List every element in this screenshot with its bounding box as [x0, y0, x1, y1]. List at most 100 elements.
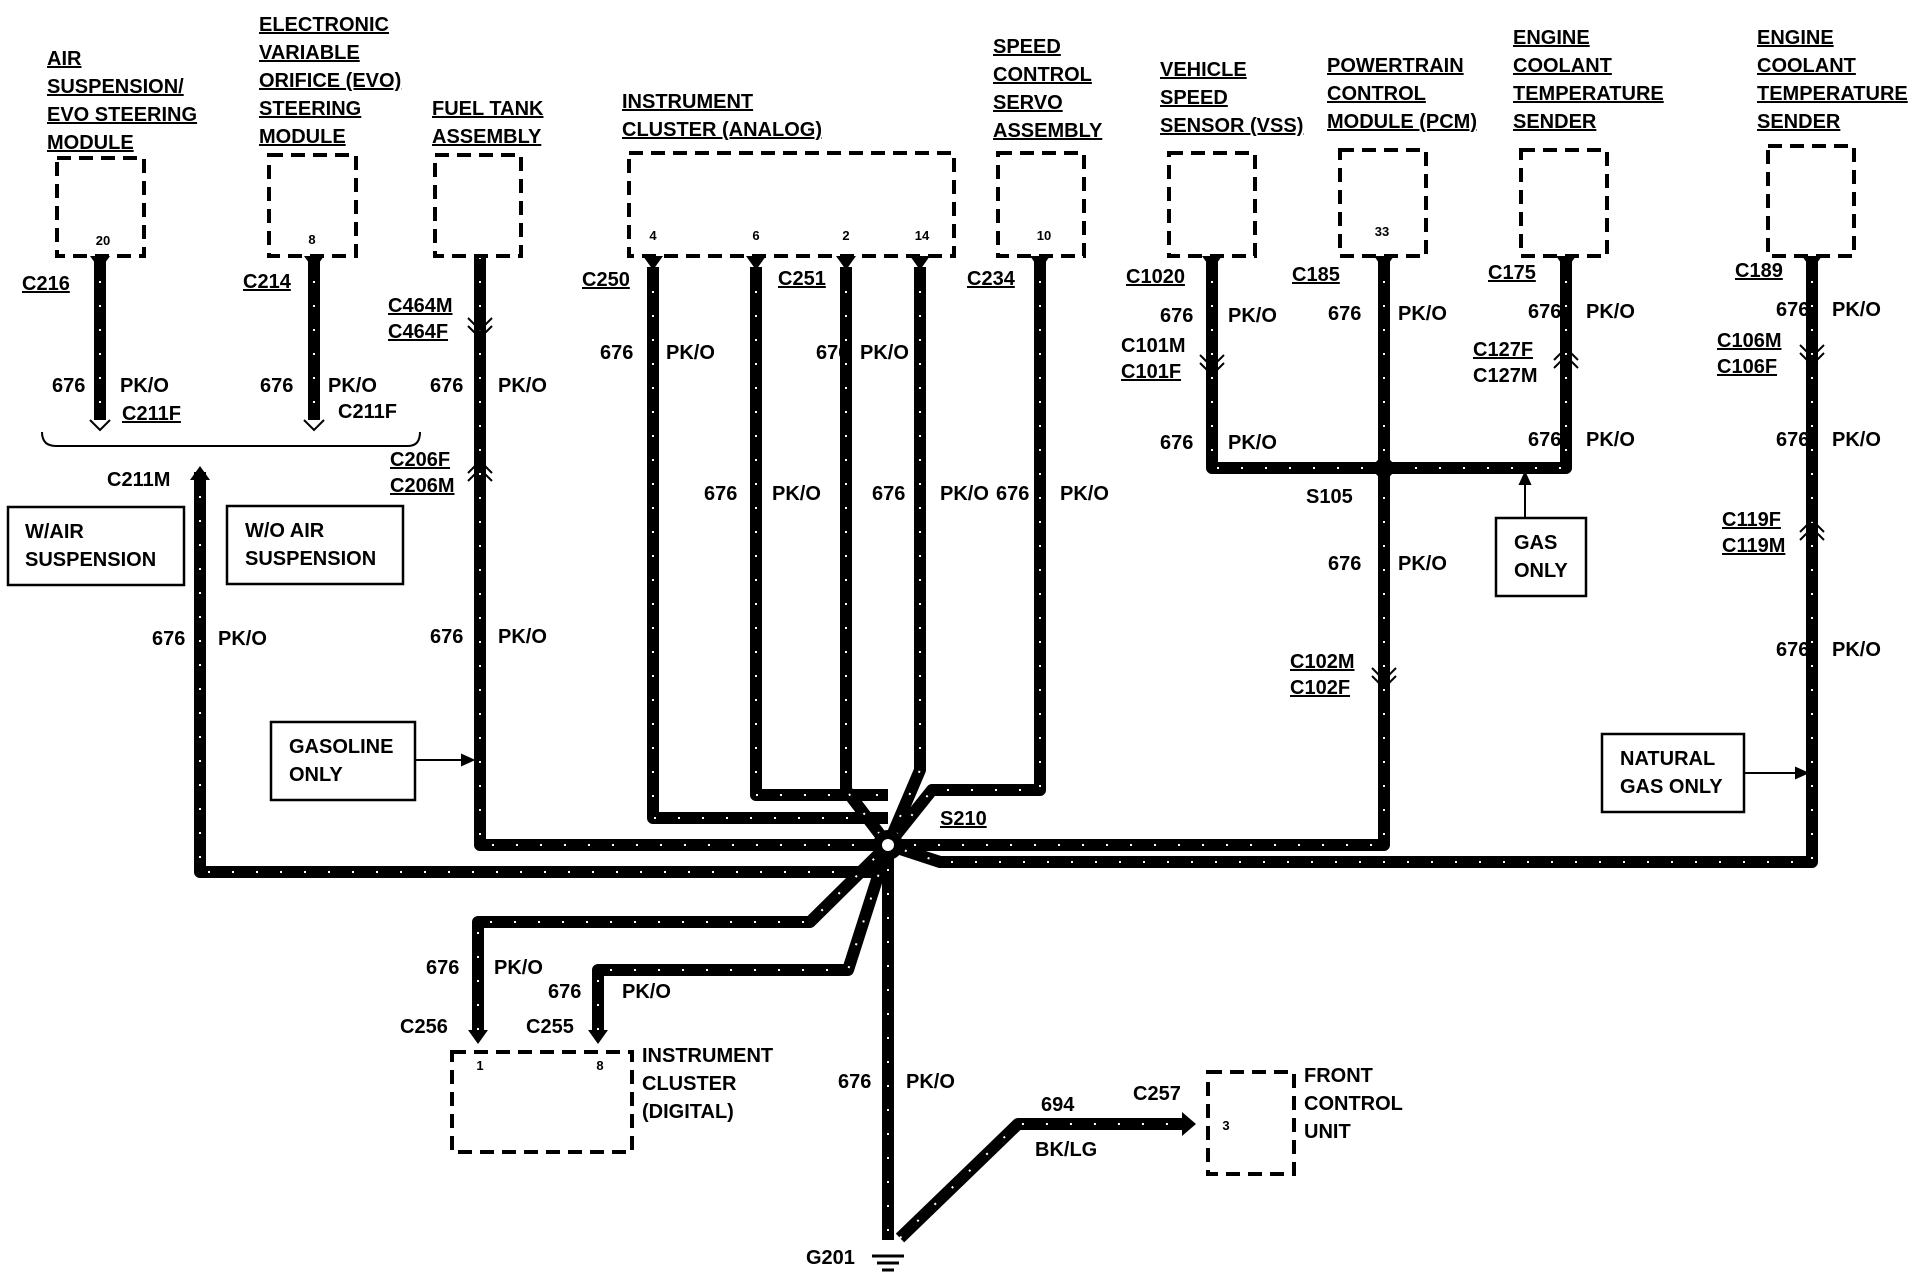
circuit-number-8: 676: [816, 342, 849, 364]
wire-pcm-s105-s210: [888, 257, 1390, 851]
connector-c175: C175: [1488, 262, 1536, 284]
circuit-number-9: 676: [872, 483, 905, 505]
wire-cluster-pin4: [647, 267, 888, 824]
cluster-analog-title-line-1: INSTRUMENT: [622, 91, 753, 113]
cluster-digital-title-line-2: CLUSTER: [642, 1073, 737, 1095]
splice-s210-label: S210: [940, 808, 987, 830]
connector-c185: C185: [1292, 264, 1340, 286]
circuit-number-11: 676: [1160, 305, 1193, 327]
circuit-color-22: PK/O: [906, 1071, 955, 1093]
ect-gas-title-line-2: COOLANT: [1513, 55, 1612, 77]
connector-c211f-b: C211F: [338, 401, 397, 423]
circuit-number-1: 676: [52, 375, 85, 397]
circuit-color-7: PK/O: [772, 483, 821, 505]
note-w-air-box: [6, 505, 186, 587]
suspension-option-bracket: [41, 431, 421, 447]
splice-s105-label: S105: [1306, 486, 1353, 508]
circuit-color-1: PK/O: [120, 375, 169, 397]
pcm-title-line-2: CONTROL: [1327, 83, 1426, 105]
connector-c250: C250: [582, 269, 630, 291]
air-susp-module-title-line-3: EVO STEERING: [47, 104, 197, 126]
connector-c464f: C464F: [388, 321, 448, 343]
wire-cluster-pin2: [840, 267, 893, 849]
cluster-analog-title-line-2: CLUSTER (ANALOG): [622, 119, 822, 141]
pin-cluster-analog-2: 6: [752, 228, 759, 243]
speed-control-title-line-4: ASSEMBLY: [993, 120, 1103, 142]
note-wo-air-line-1: W/O AIR: [245, 520, 325, 542]
circuit-number-13: 676: [1328, 303, 1361, 325]
wire-digital-pin8: [592, 843, 894, 1030]
fuel-tank-title-line-1: FUEL TANK: [432, 98, 544, 120]
pcm-title-line-3: MODULE (PCM): [1327, 111, 1477, 133]
vss-title-line-2: SPEED: [1160, 87, 1228, 109]
note-gasoline-line-2: ONLY: [289, 764, 343, 786]
ground-g201-label: G201: [806, 1247, 855, 1269]
pcm-box: [1338, 148, 1428, 258]
connector-c106f: C106F: [1717, 356, 1777, 378]
circuit-number-5: 676: [430, 626, 463, 648]
wire-fcu-g201: [895, 1118, 1182, 1243]
c211m-arrow-icon: [190, 466, 210, 480]
wire-cluster-pin14: [882, 267, 926, 848]
circuit-color-18: PK/O: [1832, 429, 1881, 451]
evo-module-title-line-1: ELECTRONIC: [259, 14, 389, 36]
circuit-number-10: 676: [996, 483, 1029, 505]
circuit-color-6: PK/O: [666, 342, 715, 364]
evo-module-title-line-5: MODULE: [259, 126, 346, 148]
connector-c102f: C102F: [1290, 677, 1350, 699]
note-natural-gas-box: [1600, 732, 1746, 814]
circuit-color-12: PK/O: [1228, 432, 1277, 454]
connector-c189: C189: [1735, 260, 1783, 282]
note-gas-only-line-1: GAS: [1514, 532, 1557, 554]
pcm-title-line-1: POWERTRAIN: [1327, 55, 1464, 77]
connector-c101f: C101F: [1121, 361, 1181, 383]
connector-c216: C216: [22, 273, 70, 295]
evo-module-title-line-2: VARIABLE: [259, 42, 360, 64]
wire-ect-ng: [886, 257, 1818, 868]
splice-s210: [873, 830, 903, 860]
circuit-number-12: 676: [1160, 432, 1193, 454]
ect-gas-title-line-1: ENGINE: [1513, 27, 1590, 49]
vss-box: [1167, 151, 1257, 258]
fuel-tank-box: [433, 153, 523, 258]
pin-cluster-digital-2: 8: [596, 1058, 603, 1073]
evo-module-title-line-4: STEERING: [259, 98, 361, 120]
circuit-color-16: PK/O: [1398, 553, 1447, 575]
pin-speed-control: 10: [1037, 228, 1051, 243]
speed-control-title-line-2: CONTROL: [993, 64, 1092, 86]
pin-cluster-analog-4: 14: [915, 228, 930, 243]
connector-c102m: C102M: [1290, 651, 1354, 673]
ect-ng-title-line-1: ENGINE: [1757, 27, 1834, 49]
ect-ng-title-line-4: SENDER: [1757, 111, 1841, 133]
circuit-number-fcu: 694: [1041, 1094, 1075, 1116]
front-control-title-line-1: FRONT: [1304, 1065, 1373, 1087]
connector-c101m: C101M: [1121, 335, 1185, 357]
wire-ect-gas: [1384, 257, 1572, 474]
circuit-color-20: PK/O: [494, 957, 543, 979]
wire-digital-pin1: [472, 840, 893, 1030]
connector-c251: C251: [778, 268, 826, 290]
pin-cluster-analog-3: 2: [842, 228, 849, 243]
connector-c206f: C206F: [390, 449, 450, 471]
ground-g201-icon: [872, 1254, 904, 1272]
note-w-air-line-2: SUSPENSION: [25, 549, 156, 571]
circuit-color-15: PK/O: [1586, 429, 1635, 451]
note-natural-gas-line-2: GAS ONLY: [1620, 776, 1723, 798]
circuit-color-4: PK/O: [498, 375, 547, 397]
circuit-color-13: PK/O: [1398, 303, 1447, 325]
connector-c214: C214: [243, 271, 292, 293]
cluster-analog-box: [627, 151, 956, 258]
splice-s105: [1374, 458, 1394, 478]
vss-title-line-1: VEHICLE: [1160, 59, 1247, 81]
ect-gas-title-line-4: SENDER: [1513, 111, 1597, 133]
circuit-number-3: 676: [152, 628, 185, 650]
note-gas-only-line-2: ONLY: [1514, 560, 1568, 582]
circuit-color-10: PK/O: [1060, 483, 1109, 505]
pin-cluster-analog-1: 4: [649, 228, 657, 243]
front-control-title-line-2: CONTROL: [1304, 1093, 1403, 1115]
note-gasoline-line-1: GASOLINE: [289, 736, 393, 758]
wire-speed-control: [883, 257, 1046, 849]
note-w-air-line-1: W/AIR: [25, 521, 84, 543]
circuit-number-20: 676: [426, 957, 459, 979]
